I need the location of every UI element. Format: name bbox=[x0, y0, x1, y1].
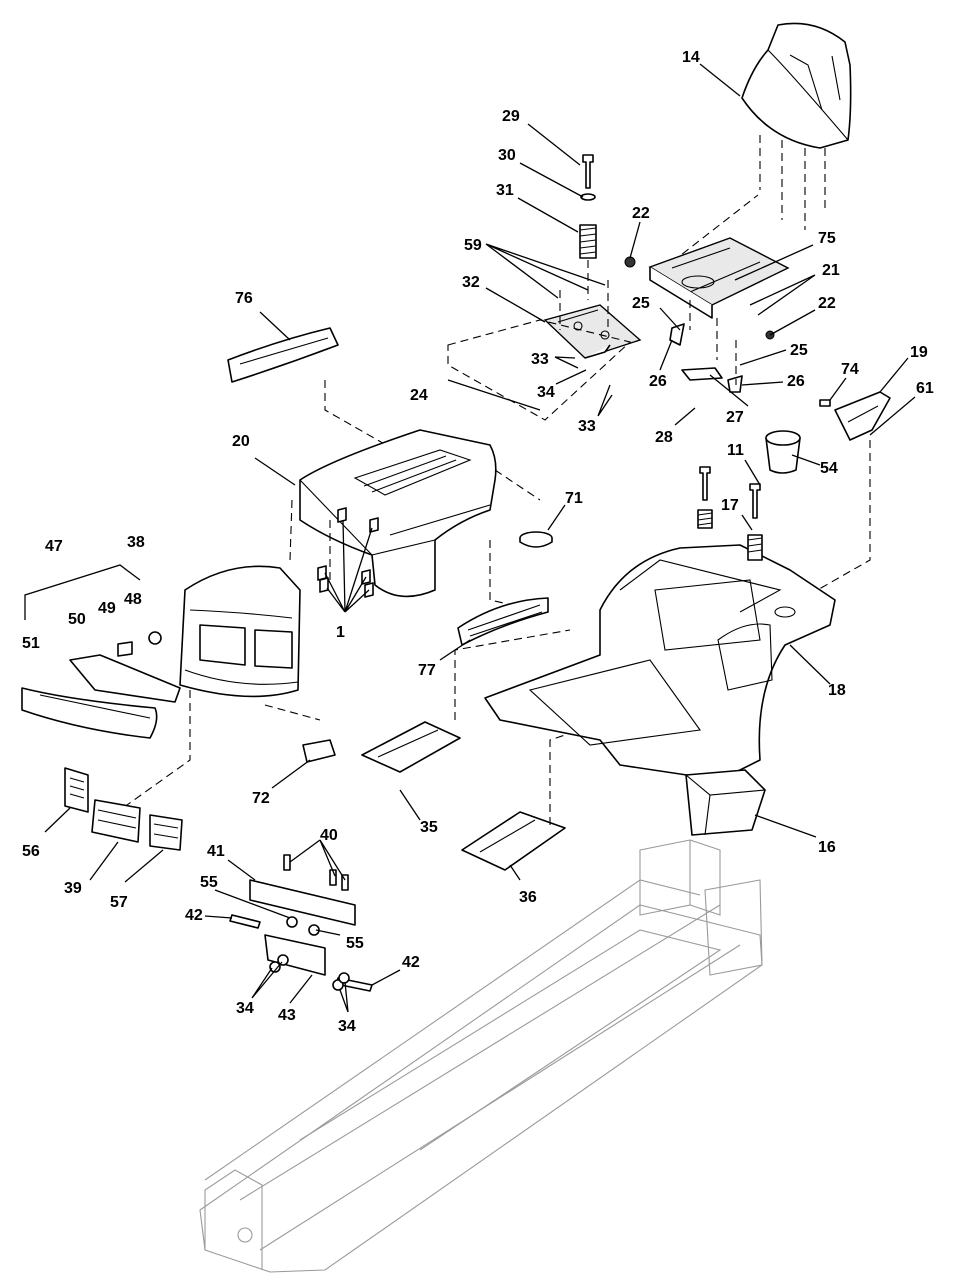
callout-49: 49 bbox=[98, 600, 116, 617]
callout-14: 14 bbox=[682, 49, 700, 66]
seat-hinge-plate bbox=[543, 304, 642, 359]
callout-76: 76 bbox=[235, 290, 253, 307]
callout-77: 77 bbox=[418, 662, 436, 679]
callout-33b: 33 bbox=[578, 418, 596, 435]
callout-29: 29 bbox=[502, 108, 520, 125]
frame-ghost bbox=[199, 839, 763, 1273]
leader-lines bbox=[44, 63, 916, 1013]
callout-28: 28 bbox=[655, 429, 673, 446]
clip bbox=[302, 739, 336, 763]
callout-55b: 55 bbox=[346, 935, 364, 952]
callout-24: 24 bbox=[410, 387, 428, 404]
dash-panel bbox=[799, 391, 891, 601]
callout-42b: 42 bbox=[402, 954, 420, 971]
callout-38: 38 bbox=[127, 534, 145, 551]
seat-hardware bbox=[447, 154, 775, 421]
callout-71: 71 bbox=[565, 490, 583, 507]
front-brackets bbox=[229, 854, 373, 992]
fender-deck bbox=[484, 544, 836, 781]
callout-48: 48 bbox=[124, 591, 142, 608]
callout-18: 18 bbox=[828, 682, 846, 699]
callout-42: 42 bbox=[185, 907, 203, 924]
callout-55: 55 bbox=[200, 874, 218, 891]
callout-51: 51 bbox=[22, 635, 40, 652]
callout-39: 39 bbox=[64, 880, 82, 897]
callout-54: 54 bbox=[820, 460, 838, 477]
callout-33: 33 bbox=[531, 351, 549, 368]
callout-20: 20 bbox=[232, 433, 250, 450]
callout-61: 61 bbox=[916, 380, 934, 397]
callout-40: 40 bbox=[320, 827, 338, 844]
callout-34: 34 bbox=[537, 384, 555, 401]
storage-bin bbox=[685, 769, 766, 836]
callout-22: 22 bbox=[632, 205, 650, 222]
floor-mats bbox=[361, 629, 581, 871]
callout-25: 25 bbox=[632, 295, 650, 312]
callout-26b: 26 bbox=[787, 373, 805, 390]
callout-labels: 14 29 30 31 22 75 59 21 32 25 22 76 33 2… bbox=[22, 49, 934, 1035]
callout-17: 17 bbox=[721, 497, 739, 514]
callout-47: 47 bbox=[45, 538, 63, 555]
gas-cap bbox=[519, 531, 553, 548]
cup-holder bbox=[765, 430, 801, 474]
callout-11: 11 bbox=[727, 442, 744, 459]
side-vent bbox=[457, 597, 549, 646]
callout-41: 41 bbox=[207, 843, 225, 860]
callout-16: 16 bbox=[818, 839, 836, 856]
callout-30: 30 bbox=[498, 147, 516, 164]
callout-31: 31 bbox=[496, 182, 514, 199]
callout-75: 75 bbox=[818, 230, 836, 247]
callout-1: 1 bbox=[336, 624, 345, 641]
hood-trim bbox=[227, 327, 431, 471]
callout-36: 36 bbox=[519, 889, 537, 906]
seat bbox=[671, 22, 852, 263]
seat-pan-bracket bbox=[648, 237, 790, 319]
headlights bbox=[64, 767, 183, 851]
callout-72: 72 bbox=[252, 790, 270, 807]
callout-35: 35 bbox=[420, 819, 438, 836]
callout-43: 43 bbox=[278, 1007, 296, 1024]
callout-57: 57 bbox=[110, 894, 128, 911]
callout-74: 74 bbox=[841, 361, 859, 378]
callout-19: 19 bbox=[910, 344, 928, 361]
callout-25b: 25 bbox=[790, 342, 808, 359]
fender-bolts-springs bbox=[697, 466, 763, 561]
callout-22b: 22 bbox=[818, 295, 836, 312]
callout-56: 56 bbox=[22, 843, 40, 860]
callout-21: 21 bbox=[822, 262, 840, 279]
callout-27: 27 bbox=[726, 409, 744, 426]
callout-26: 26 bbox=[649, 373, 667, 390]
callout-50: 50 bbox=[68, 611, 86, 628]
callout-34c: 34 bbox=[338, 1018, 356, 1035]
grille-shell bbox=[119, 565, 321, 811]
callout-32: 32 bbox=[462, 274, 480, 291]
headlight-bezel bbox=[21, 564, 181, 739]
callout-59: 59 bbox=[464, 237, 482, 254]
hood bbox=[289, 429, 541, 611]
callout-34b: 34 bbox=[236, 1000, 254, 1017]
